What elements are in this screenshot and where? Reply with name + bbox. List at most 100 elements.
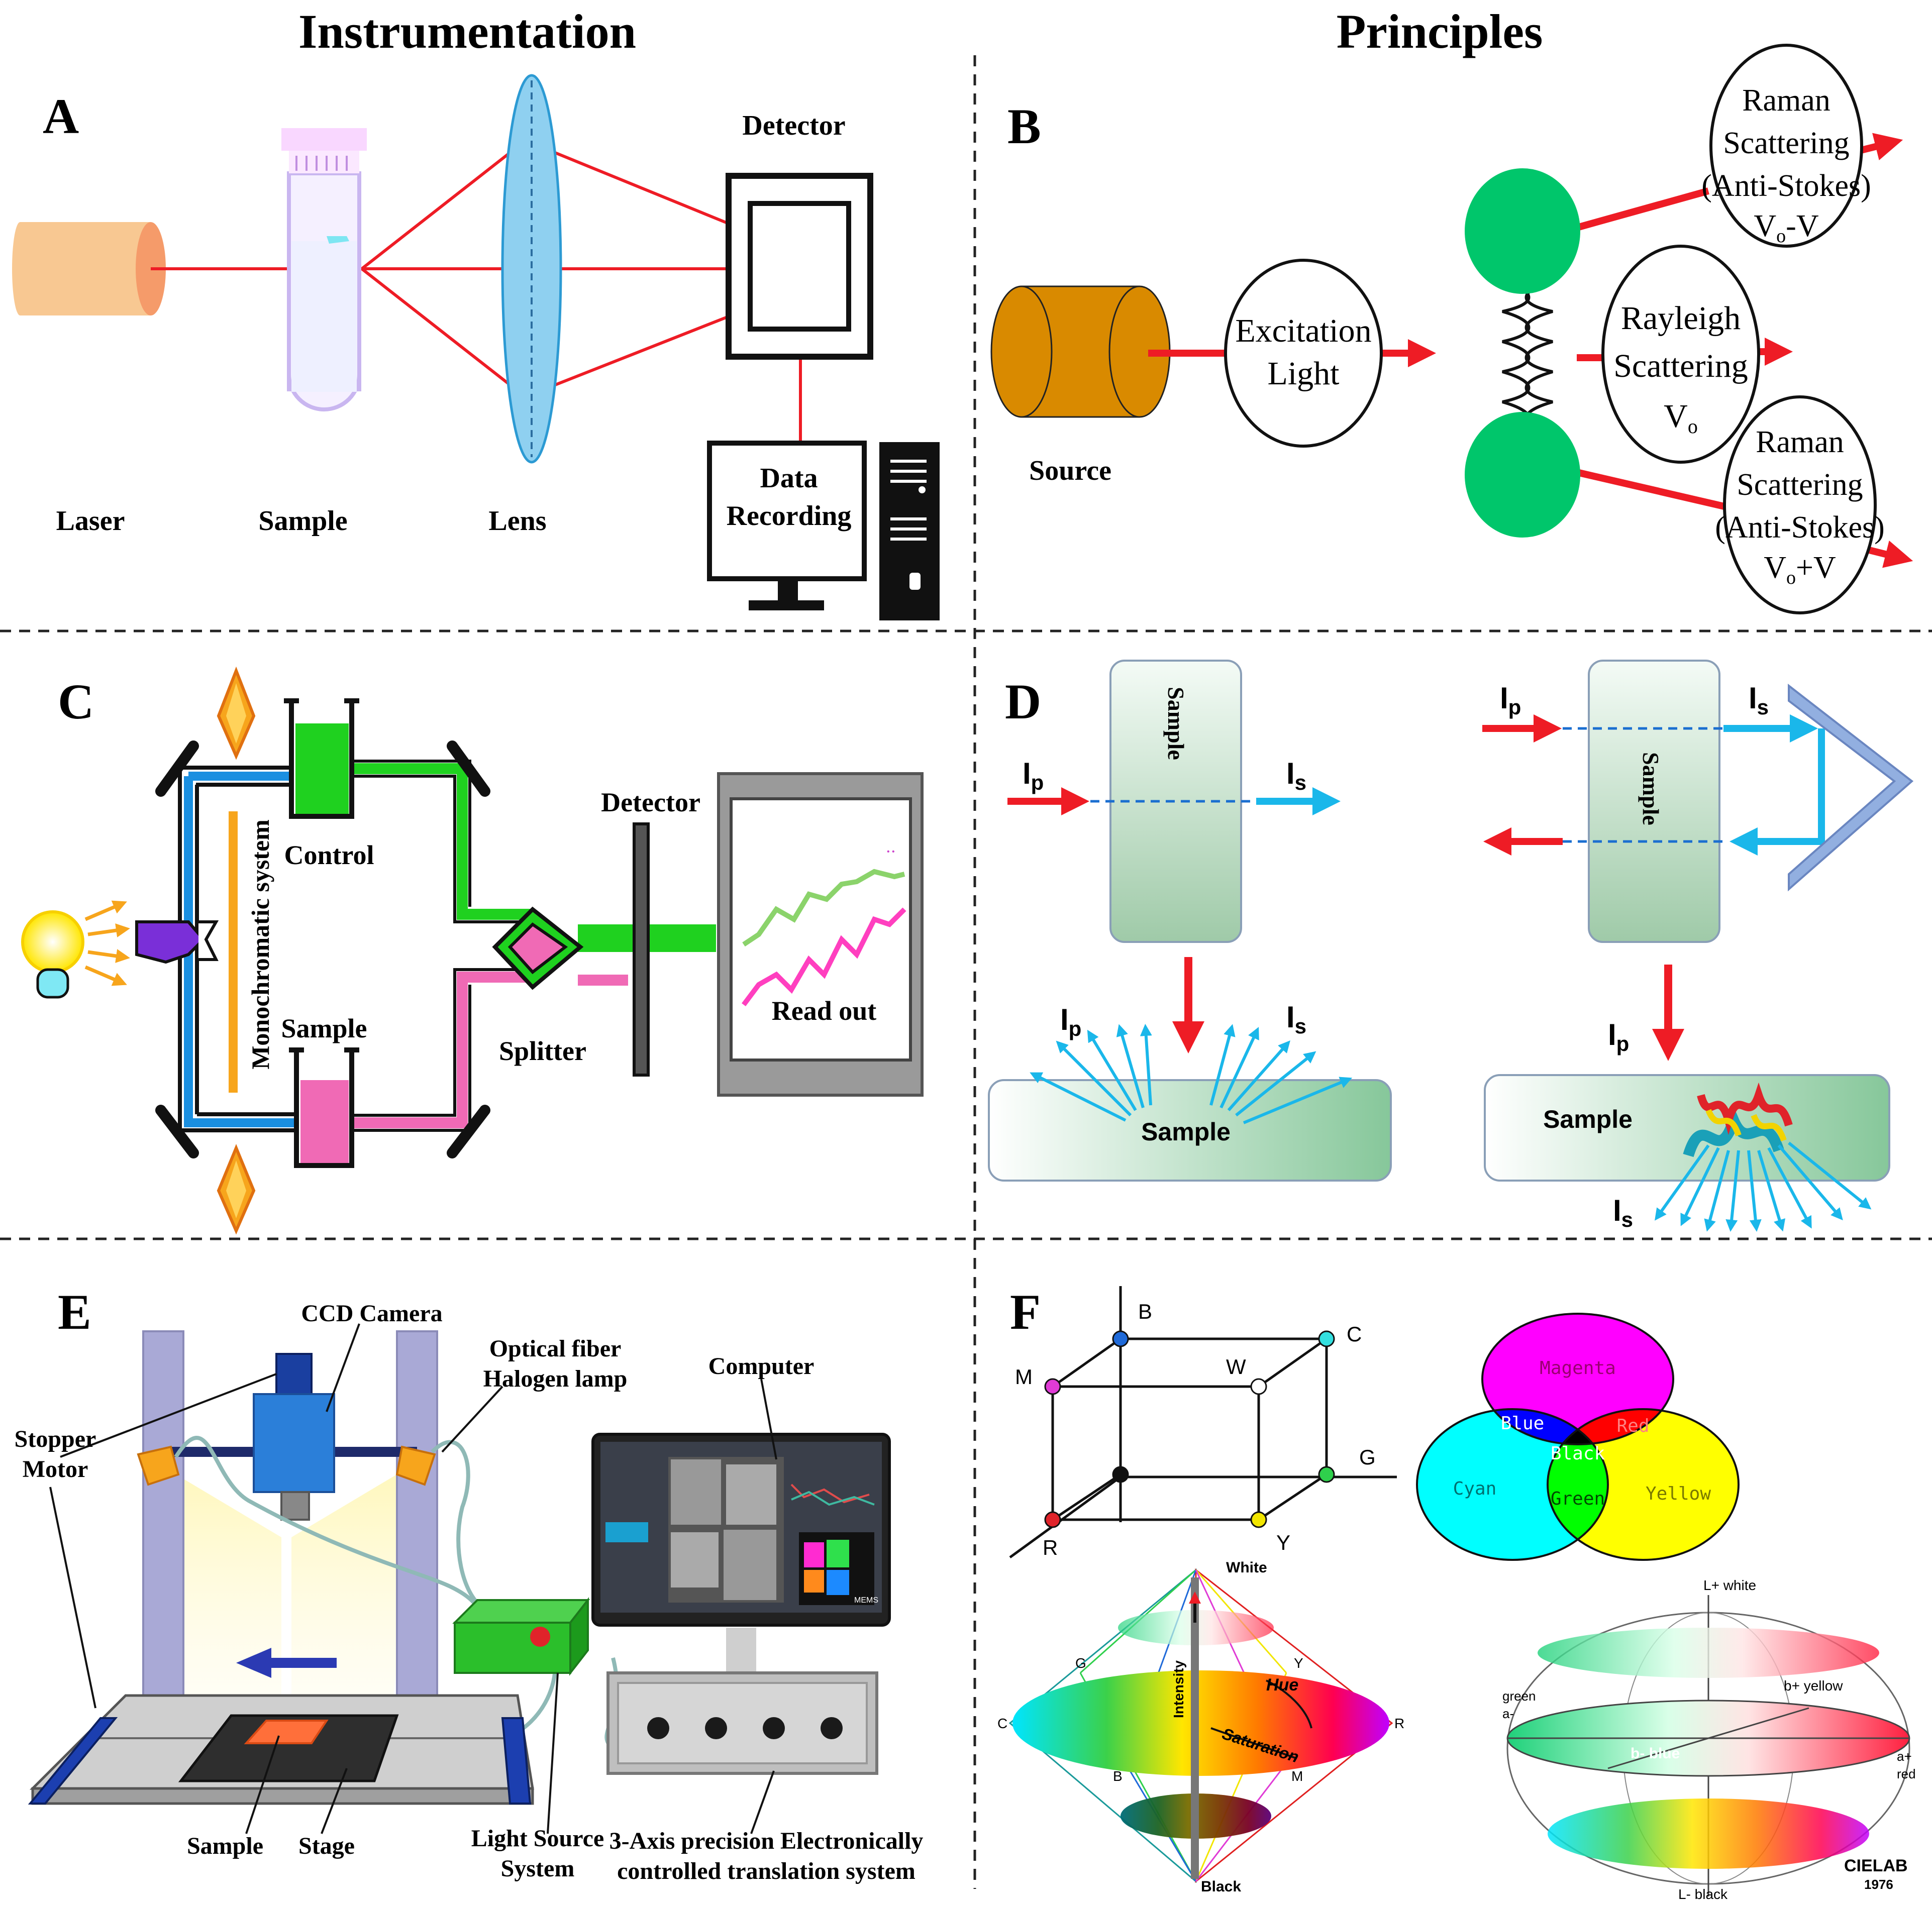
laser-beams [151,149,802,442]
ip-label-3-I: I [1060,1003,1069,1036]
raman-bottom-line4: Vo+V [1764,551,1836,588]
pink-beam-path [352,968,628,1132]
rayleigh-v: V [1664,398,1688,435]
raman-bottom-ellipse [1723,395,1877,614]
excitation-ellipse [1224,259,1383,448]
raman-top-line2: Scattering [1723,126,1849,160]
cube-vertices [1044,1330,1335,1528]
hsi-double-cone [1008,1568,1393,1883]
control-label: Control [284,840,374,870]
cube-label-w: W [1226,1355,1246,1379]
venn-magenta: Magenta [1540,1358,1616,1379]
ip-label-4: Ip [1608,1018,1629,1055]
source-cylinder [990,285,1171,418]
rgb-cube [1009,1286,1397,1559]
detector-plate [633,822,650,1077]
panel-d-letter: D [1005,674,1041,729]
rayleigh-line2: Scattering [1613,348,1748,384]
mirrors [155,740,490,1158]
lab-l-black: L- black [1678,1886,1728,1902]
raman-bottom-v: V [1764,551,1786,585]
hsi-m: M [1291,1768,1303,1784]
light-cone-right [291,1459,422,1708]
hsi-b: B [1113,1768,1123,1784]
cube-label-m: M [1015,1365,1033,1389]
laser-source [12,222,166,315]
stopper-label-line2: Motor [23,1456,88,1483]
lens-label: Lens [488,505,546,537]
venn-yellow: Yellow [1646,1484,1711,1504]
translation-stage [28,1648,534,1805]
is-label-2-I: I [1749,681,1757,715]
sample-cuvette [289,1047,359,1168]
ip-label-1-I: I [1023,757,1031,790]
venn-green: Green [1551,1489,1605,1509]
ip-label-2: Ip [1500,681,1521,719]
cube-label-c: C [1347,1322,1362,1346]
is-label-4-I: I [1613,1194,1621,1227]
ip-label-1-sub: p [1031,771,1044,794]
ip-label-3: Ip [1060,1003,1081,1040]
lens [501,74,562,464]
ip-label-4-I: I [1608,1018,1616,1051]
rayleigh-line3: Vo [1664,398,1698,438]
raman-top-line1: Raman [1742,83,1831,118]
is-label-2: Is [1749,681,1769,719]
panel-c: C [21,666,924,1235]
is-label-3-sub: s [1295,1014,1306,1038]
translation-control-box [606,1671,878,1775]
hsi-intensity: Intensity [1171,1660,1186,1718]
readout-monitor: • • [717,772,924,1097]
computer-label: Computer [708,1353,815,1380]
panel-c-letter: C [58,674,94,729]
is-label-1: Is [1286,757,1306,794]
ip-label-2-I: I [1500,681,1508,715]
hsi-g: G [1075,1655,1086,1671]
scatter-rays-right [1655,1141,1872,1232]
molecule [1465,168,1580,538]
reflectance-sample [1588,660,1720,943]
monochromatic-label: Monochromatic system [246,819,274,1070]
lab-b-blue: b- blue [1631,1745,1680,1762]
is-label-3-I: I [1286,1000,1295,1034]
lab-l-white: L+ white [1703,1577,1756,1593]
computer-tower [879,442,940,620]
raman-top-ellipse [1709,44,1863,248]
stage-label: Stage [298,1833,355,1859]
readout-legend: • • [887,848,895,856]
data-recording-monitor [707,441,867,610]
lab-green: green [1502,1688,1536,1704]
raman-bottom-line1: Raman [1756,425,1844,459]
monitor-logo: MEMS [854,1596,878,1605]
scatter-sample-left [988,1079,1392,1182]
corner-reflector [1788,683,1914,892]
cube-label-b: B [1138,1300,1152,1323]
sample-label: Sample [258,505,347,537]
light-source-box [452,1597,590,1676]
ip-label-2-sub: p [1508,695,1521,719]
excitation-line2: Light [1268,355,1340,392]
scatter-rays-left [1030,1024,1353,1124]
ip-label-1: Ip [1023,757,1044,794]
sample-label-e: Sample [187,1833,263,1859]
reflectance-sample-label: Sample [1638,752,1664,825]
rayleigh-line1: Rayleigh [1621,300,1741,337]
panel-d: D Sample Ip Is Sample Ip Is Sample [988,660,1914,1232]
rayleigh-sub: o [1688,415,1698,438]
cube-label-r: R [1043,1536,1058,1559]
reflect-return [1730,728,1825,856]
detector-box [726,173,873,360]
blue-beam-outline [178,766,296,1132]
raman-bottom-line3: (Anti-Stokes) [1715,510,1885,545]
scatter-sample-right-label: Sample [1543,1105,1633,1133]
pillar-right [396,1330,438,1709]
orange-diamonds [217,666,256,1235]
monochromatic-bar [229,811,238,1093]
hsi-black: Black [1201,1878,1241,1895]
stopper-label-line1: Stopper [15,1426,96,1452]
cmy-venn-diagram [1416,1313,1740,1561]
raman-top-line3: (Anti-Stokes) [1701,169,1871,203]
venn-black: Black [1551,1443,1605,1464]
blue-beam-path [184,772,296,1127]
